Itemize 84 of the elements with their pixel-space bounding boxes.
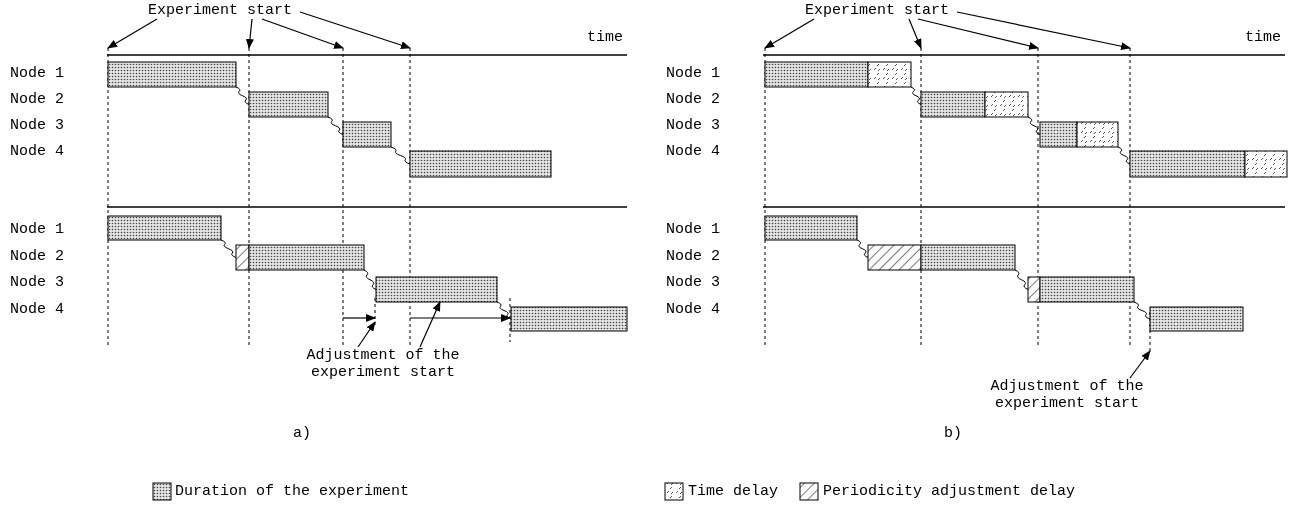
row-label: Node 3 bbox=[666, 274, 720, 291]
dashed-line bbox=[920, 47, 922, 346]
row-label: Node 1 bbox=[666, 221, 720, 238]
duration-bar bbox=[1129, 150, 1246, 178]
wavy-connector bbox=[327, 116, 344, 135]
leader-arrow bbox=[764, 18, 815, 49]
row-label: Node 4 bbox=[666, 301, 720, 318]
row-label: Node 4 bbox=[666, 143, 720, 160]
dashed-line bbox=[764, 47, 766, 346]
duration-bar bbox=[510, 306, 628, 332]
leader-arrow bbox=[908, 18, 922, 49]
duration-bar bbox=[107, 215, 222, 241]
duration-bar bbox=[409, 150, 552, 178]
dashed-line bbox=[509, 297, 511, 343]
delay-segment bbox=[1244, 150, 1288, 178]
legend-text: Time delay bbox=[688, 483, 778, 500]
delay-segment bbox=[1076, 121, 1119, 148]
leader-arrow bbox=[342, 314, 376, 322]
axis-label: time bbox=[1245, 29, 1281, 46]
duration-bar bbox=[1039, 276, 1135, 303]
row-label: Node 1 bbox=[10, 221, 64, 238]
row-label: Node 3 bbox=[10, 274, 64, 291]
dashed-line bbox=[248, 47, 250, 346]
wavy-connector bbox=[1133, 301, 1151, 320]
leader-arrow bbox=[357, 321, 376, 348]
duration-bar bbox=[920, 244, 1016, 271]
axis-label: time bbox=[587, 29, 623, 46]
duration-bar bbox=[764, 61, 869, 88]
leader-arrow bbox=[917, 18, 1039, 50]
wavy-connector bbox=[1027, 116, 1041, 135]
row-label: Node 2 bbox=[666, 248, 720, 265]
row-label: Node 3 bbox=[666, 117, 720, 134]
legend-text: Periodicity adjustment delay bbox=[823, 483, 1076, 500]
wavy-connector bbox=[220, 239, 237, 258]
legend-text: Duration of the experiment bbox=[175, 483, 410, 500]
dashed-line bbox=[374, 297, 376, 326]
leader-arrow bbox=[1129, 350, 1151, 379]
wavy-connector bbox=[235, 86, 250, 105]
delay-segment bbox=[867, 61, 912, 88]
wavy-connector bbox=[363, 269, 377, 290]
leader-arrow bbox=[261, 18, 344, 49]
wavy-connector bbox=[1014, 269, 1029, 290]
leader-arrow bbox=[409, 314, 511, 322]
duration-bar bbox=[1149, 306, 1244, 332]
dashed-line bbox=[1129, 47, 1131, 346]
wavy-connector bbox=[1117, 146, 1131, 165]
row-label: Node 2 bbox=[10, 248, 64, 265]
annotation-text: Adjustment of the experiment start bbox=[283, 347, 483, 381]
leader-arrow bbox=[956, 11, 1131, 51]
panel-label: a) bbox=[293, 425, 311, 442]
row-label: Node 4 bbox=[10, 143, 64, 160]
duration-bar bbox=[248, 244, 365, 271]
row-label: Node 2 bbox=[666, 91, 720, 108]
row-label: Node 2 bbox=[10, 91, 64, 108]
dashed-line bbox=[342, 47, 344, 346]
annotation-text: Experiment start bbox=[140, 2, 300, 19]
leader-arrow bbox=[107, 18, 158, 49]
row-label: Node 1 bbox=[10, 65, 64, 82]
wavy-connector bbox=[856, 239, 869, 258]
delay-segment bbox=[984, 91, 1029, 118]
duration-bar bbox=[342, 121, 392, 148]
panel-label: b) bbox=[944, 425, 962, 442]
duration-bar bbox=[1039, 121, 1078, 148]
wavy-connector bbox=[390, 146, 411, 165]
dashed-line bbox=[107, 47, 109, 346]
duration-bar bbox=[107, 61, 237, 88]
duration-bar bbox=[248, 91, 329, 118]
leader-arrow bbox=[245, 18, 254, 49]
leader-arrow bbox=[299, 11, 411, 49]
annotation-text: Experiment start bbox=[797, 2, 957, 19]
duration-bar bbox=[920, 91, 986, 118]
periodicity-delay-segment bbox=[1027, 276, 1041, 303]
wavy-connector bbox=[910, 86, 922, 105]
annotation-text: Adjustment of the experiment start bbox=[967, 378, 1167, 412]
duration-bar bbox=[764, 215, 858, 241]
row-label: Node 4 bbox=[10, 301, 64, 318]
duration-bar bbox=[375, 276, 498, 303]
wavy-connector bbox=[496, 301, 512, 320]
row-label: Node 1 bbox=[666, 65, 720, 82]
dashed-line bbox=[1037, 47, 1039, 346]
leader-arrow bbox=[419, 301, 441, 348]
dashed-line bbox=[409, 47, 411, 346]
periodicity-delay-segment bbox=[867, 244, 922, 271]
row-label: Node 3 bbox=[10, 117, 64, 134]
